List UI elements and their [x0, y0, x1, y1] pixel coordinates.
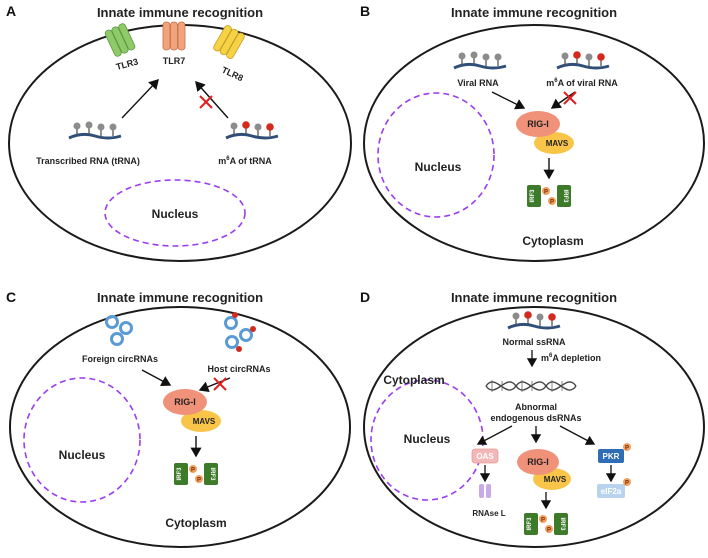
cytoplasm-b-label: Cytoplasm: [522, 234, 583, 248]
rigi-protein-c: [163, 389, 207, 415]
panel-d: D Innate immune recognition Nucleus Cyto…: [360, 289, 705, 548]
nucleus-b: [377, 92, 495, 218]
cell-membrane-c: [9, 306, 351, 548]
panel-b-title: Innate immune recognition: [451, 5, 617, 20]
eif2a-protein: [597, 484, 625, 498]
arrow-dsrna-to-pkr: [559, 425, 596, 445]
pkr-protein: [598, 449, 624, 463]
rigi-c-label: RIG-I: [174, 397, 196, 407]
viral-rna-label: Viral RNA: [457, 78, 499, 88]
eif2a-phospho: [623, 478, 631, 486]
rigi-protein-b: [516, 111, 560, 137]
m6a-viral-rna-glyph: [555, 49, 611, 70]
nucleus-c: [23, 377, 141, 503]
nucleus-a-label: Nucleus: [152, 207, 199, 221]
pkr-phospho: [623, 443, 631, 451]
panel-c-title: Innate immune recognition: [97, 290, 263, 305]
irf3-dimer-d: [524, 513, 568, 535]
arrow-foreign-to-rigi: [141, 369, 172, 386]
panel-a: A Innate immune recognition Nucleus TLR3…: [6, 3, 352, 262]
cell-membrane-b: [363, 24, 705, 262]
tlr7-receptor: [162, 21, 186, 51]
eif2a-label: eIF2a: [601, 487, 622, 496]
arrow-trna-to-tlr7: [121, 78, 159, 119]
m6a-trna-glyph: [224, 119, 280, 140]
foreign-circrna-glyph: [105, 315, 133, 346]
arrow-m6a-to-tlr7: [195, 80, 229, 119]
panel-letter-d: D: [360, 289, 370, 305]
tlr3-receptor: [104, 23, 136, 57]
panel-c: C Innate immune recognition Nucleus Fore…: [6, 289, 351, 548]
tlr8-label: TLR8: [220, 65, 245, 84]
host-circrna-glyph: [224, 312, 256, 352]
mavs-d-label: MAVS: [544, 475, 567, 484]
rigi-protein-d: [517, 449, 559, 475]
abnormal-label-line1: Abnormal: [515, 402, 557, 412]
m6a-trna-label: m6A of tRNA: [218, 156, 272, 166]
m6a-viral-rna-label: m6A of viral RNA: [546, 78, 618, 88]
pkr-phospho-label: P: [625, 446, 629, 452]
panel-d-title: Innate immune recognition: [451, 290, 617, 305]
irf3-dimer-b: [527, 185, 571, 207]
mavs-c-label: MAVS: [193, 417, 216, 426]
transcribed-rna-glyph: [67, 120, 123, 140]
cell-membrane-d: [363, 306, 705, 548]
irf3-dimer-c: [174, 463, 218, 485]
tlr3-label: TLR3: [115, 56, 139, 71]
eif2a-phospho-label: P: [625, 481, 629, 487]
cytoplasm-c-label: Cytoplasm: [165, 516, 226, 530]
arrow-m6a-viral-to-rigi: [550, 91, 576, 109]
cytoplasm-d-label: Cytoplasm: [383, 373, 444, 387]
rnase-l-label: RNAse L: [472, 509, 505, 518]
inhibit-icon: [199, 95, 213, 109]
oas-label: OAS: [476, 452, 494, 461]
oas-protein: [471, 448, 499, 464]
m6a-depletion-label: m6A depletion: [541, 353, 601, 363]
panel-letter-b: B: [360, 3, 370, 19]
arrow-dsrna-to-oas: [476, 425, 513, 445]
rigi-d-label: RIG-I: [527, 457, 549, 467]
abnormal-label-line2: endogenous dsRNAs: [490, 413, 581, 423]
rigi-b-label: RIG-I: [527, 119, 549, 129]
rnase-l-glyph: [479, 484, 491, 498]
nucleus-a: [104, 179, 246, 247]
normal-ssrna-glyph: [506, 309, 562, 330]
normal-ssrna-label: Normal ssRNA: [502, 337, 566, 347]
nucleus-d-label: Nucleus: [404, 432, 451, 446]
panel-letter-a: A: [6, 3, 16, 19]
panel-letter-c: C: [6, 289, 16, 305]
mavs-protein-c: [181, 410, 221, 432]
arrow-viral-to-rigi: [491, 91, 526, 110]
mavs-protein-b: [534, 132, 574, 154]
panel-a-title: Innate immune recognition: [97, 5, 263, 20]
panel-b: B Innate immune recognition Nucleus Vira…: [360, 3, 705, 262]
pkr-label: PKR: [603, 452, 620, 461]
viral-rna-glyph: [452, 50, 508, 70]
nucleus-b-label: Nucleus: [415, 160, 462, 174]
dsrna-helix-glyph: [485, 380, 577, 392]
transcribed-rna-label: Transcribed RNA (tRNA): [36, 156, 140, 166]
tlr8-receptor: [213, 25, 245, 59]
nucleus-c-label: Nucleus: [59, 448, 106, 462]
tlr7-label: TLR7: [163, 56, 186, 66]
foreign-circrna-label: Foreign circRNAs: [82, 354, 158, 364]
mavs-b-label: MAVS: [546, 139, 569, 148]
host-circrna-label: Host circRNAs: [207, 364, 270, 374]
